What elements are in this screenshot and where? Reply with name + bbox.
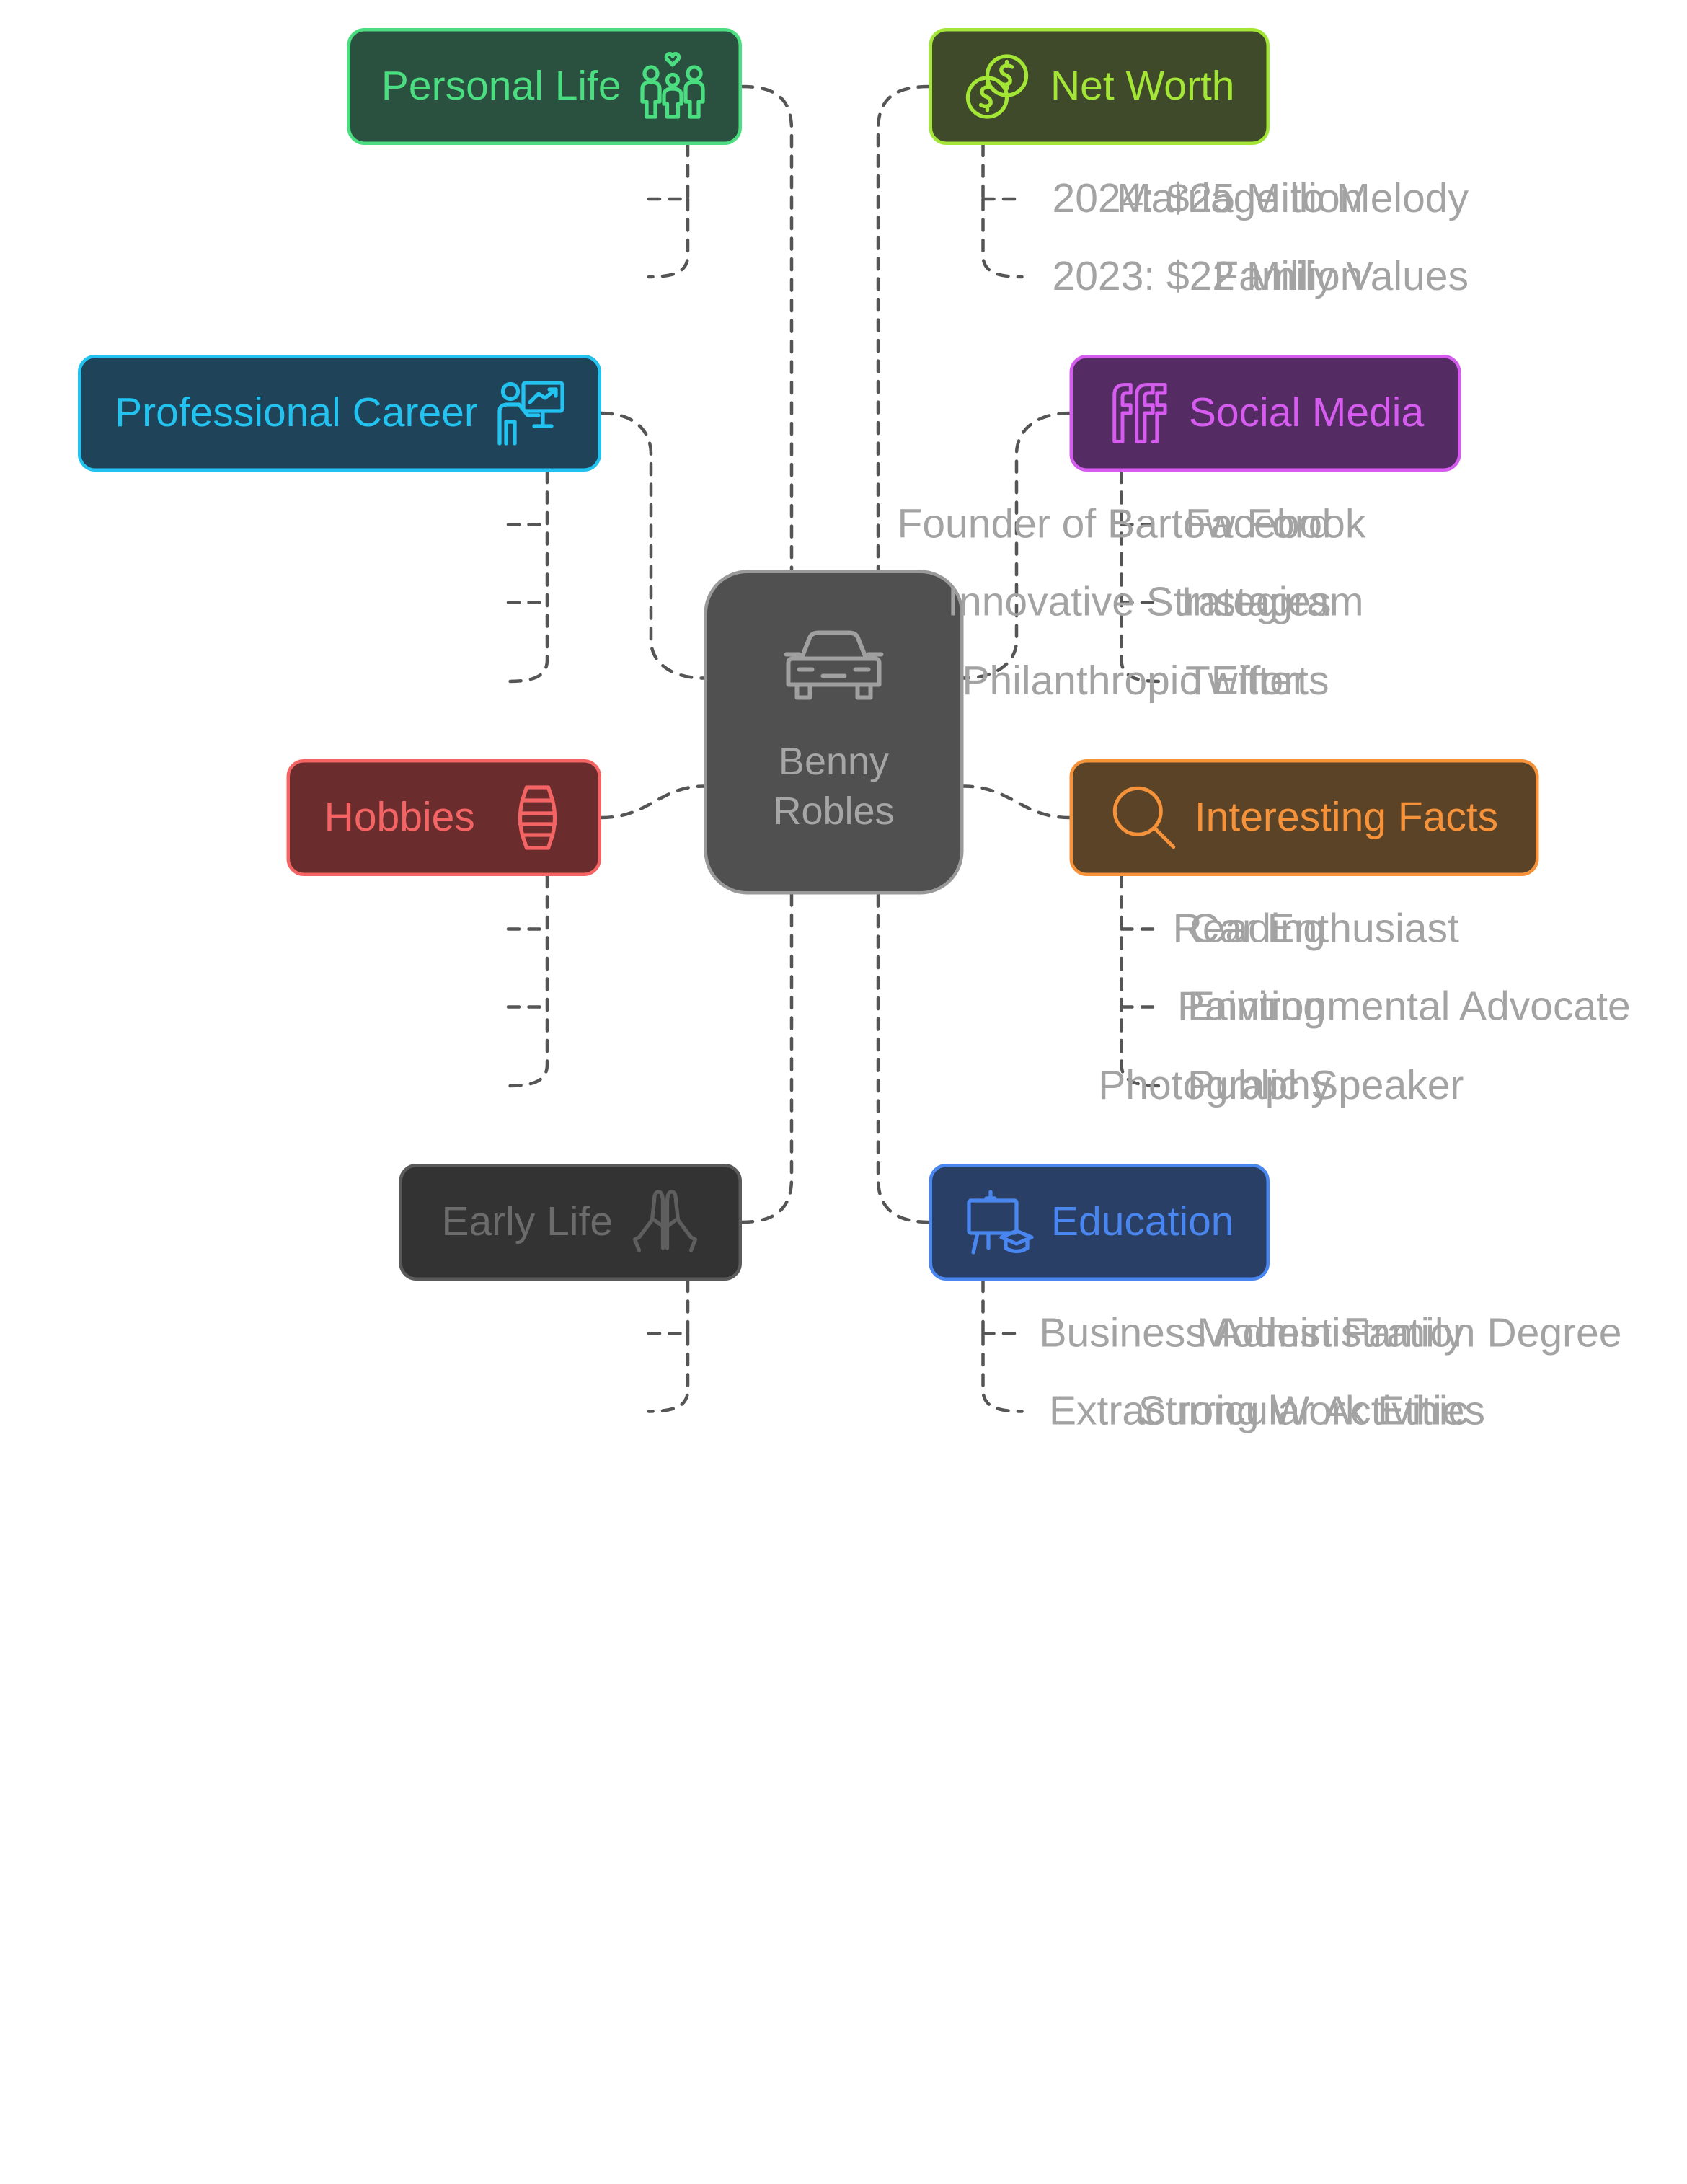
car-icon: [784, 630, 884, 700]
branch-personal-life[interactable]: Personal Life: [347, 28, 742, 145]
branch-interesting-facts[interactable]: Interesting Facts: [1069, 759, 1539, 876]
family-icon: [640, 52, 706, 119]
branch-early-life-label: Early Life: [441, 1199, 614, 1245]
branch-social-media[interactable]: Social Media: [1069, 355, 1461, 472]
branch-net-worth[interactable]: Net Worth: [929, 28, 1270, 145]
center-name-line-2: Robles: [773, 788, 895, 834]
branch-interesting-facts-label: Interesting Facts: [1194, 795, 1499, 841]
branch-social-media-label: Social Media: [1188, 390, 1425, 436]
social-ff-icon: [1112, 383, 1167, 443]
graduation-board-icon: [967, 1190, 1034, 1255]
branch-net-worth-label: Net Worth: [1050, 63, 1235, 110]
leaf-twitter: Twitter: [1185, 658, 1306, 704]
leaf-extracurricular-activities: Extracurricular Activities: [1049, 1389, 1485, 1434]
leaf-instagram: Instagram: [1181, 580, 1364, 625]
branch-professional-career-label: Professional Career: [115, 390, 478, 436]
connector-lines: [506, 84, 1162, 1413]
connector-social-media: [962, 411, 1071, 680]
leaf-net-worth-2023: 2023: $22 Million: [1052, 254, 1363, 300]
branch-hobbies[interactable]: Hobbies: [286, 759, 601, 876]
leaf-strong-work-ethic: Strong Work Ethic: [1138, 1389, 1469, 1434]
connector-early-life: [740, 893, 794, 1224]
leaf-environmental-advocate: Environmental Advocate: [1187, 984, 1631, 1030]
leaf-photography: Photography: [1098, 1063, 1332, 1109]
center-node-benny-robles[interactable]: Benny Robles: [704, 570, 964, 895]
leaf-marriage-to-melody: Marriage to Melody: [1117, 176, 1469, 222]
leaf-family-values: Family Values: [1213, 254, 1469, 300]
presenter-icon: [497, 381, 564, 446]
magnifier-icon: [1112, 786, 1175, 849]
leaf-painting: Painting: [1177, 984, 1326, 1030]
branch-education[interactable]: Education: [929, 1164, 1270, 1281]
leaf-business-administration-degree: Business Administration Degree: [1039, 1311, 1622, 1356]
leaf-net-worth-2024: 2024: $25 Million: [1052, 176, 1363, 222]
leaf-founder-of-bartow-ford: Founder of Bartow Ford: [897, 502, 1332, 547]
branch-hobbies-label: Hobbies: [324, 795, 475, 841]
branch-professional-career[interactable]: Professional Career: [78, 355, 601, 472]
praying-hands-icon: [632, 1190, 697, 1252]
center-name-line-1: Benny: [778, 738, 890, 784]
leaf-car-enthusiast: Car Enthusiast: [1190, 906, 1459, 952]
connector-hobbies: [599, 784, 706, 820]
connector-personal-life: [740, 84, 794, 572]
branch-early-life[interactable]: Early Life: [399, 1164, 742, 1281]
branch-education-label: Education: [1050, 1199, 1234, 1245]
leaf-reading: Reading: [1172, 906, 1326, 952]
branch-personal-life-label: Personal Life: [381, 63, 621, 110]
connector-professional-career: [599, 411, 706, 680]
leaf-innovative-strategies: Innovative Strategies: [947, 580, 1332, 625]
connector-education: [876, 893, 931, 1224]
coins-icon: [966, 54, 1029, 119]
leaf-modest-family: Modest Family: [1197, 1311, 1464, 1356]
leaf-public-speaker: Public Speaker: [1187, 1063, 1464, 1109]
connector-net-worth: [876, 84, 931, 572]
lantern-icon: [518, 785, 557, 850]
leaf-facebook: Facebook: [1185, 502, 1366, 547]
connector-interesting-facts: [962, 784, 1071, 820]
leaf-philanthropic-efforts: Philanthropic Efforts: [962, 658, 1329, 704]
